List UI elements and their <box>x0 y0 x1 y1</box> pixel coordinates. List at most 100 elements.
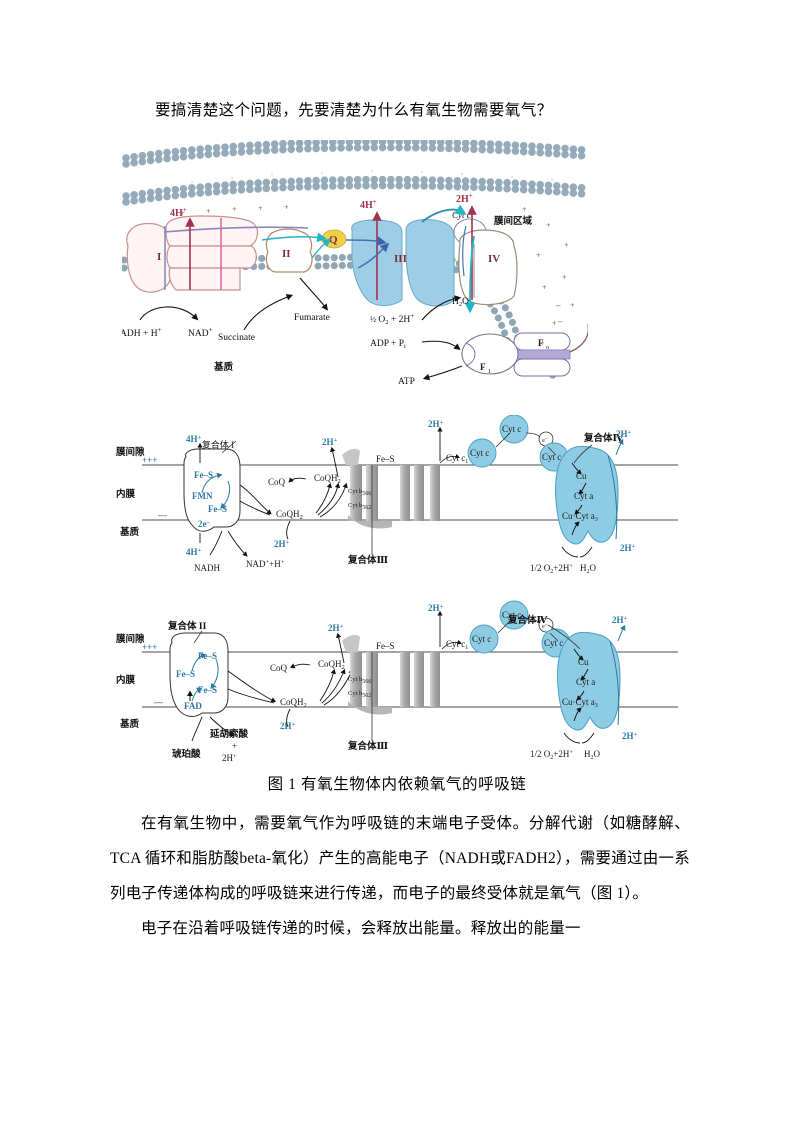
fes-complexIII-mid: Fe–S <box>376 454 395 464</box>
water-label-mid: H2O <box>580 563 597 575</box>
h2-right-bottom-bot: 2H+ <box>622 731 638 741</box>
cu-label-mid: Cu <box>576 471 587 481</box>
cytochrome-c-chain-bot: Cyt c1 Cyt c Cyt c e– Cyt c <box>441 600 571 658</box>
complex-II-shape: II <box>265 228 313 273</box>
svg-text:+: + <box>232 205 237 214</box>
intermembrane-space-label-mid: 膜间隙 <box>115 446 145 458</box>
cu-label-bot: Cu <box>578 657 589 667</box>
atp-synthase-shape: F 1 F o <box>461 324 588 377</box>
fmn-label: FMN <box>192 491 213 501</box>
succinate-label: Succinate <box>218 333 255 343</box>
ubiquinone-Q: Q <box>321 229 347 249</box>
complex-II-label: II <box>282 248 291 260</box>
h2-mid-label-bot: 2H+ <box>328 623 344 633</box>
complex-I-pathway-svg: 膜间隙 内膜 基质 +++ — 复合体 I Fe–S FMN Fe–S 2e– … <box>115 415 678 575</box>
h2-top-label-mid: 2H+ <box>428 419 444 429</box>
cytb562-label-bot: Cyt b562 <box>348 690 371 699</box>
electron-label-bot: e– <box>542 623 548 630</box>
cytc-label-b2: Cyt c <box>502 610 521 620</box>
intermembrane-space-label-top: 膜间区域 <box>493 215 533 227</box>
inner-membrane-label-mid: 内膜 <box>116 488 136 500</box>
f1-label: F <box>480 362 486 372</box>
fes-upper-mid: Fe–S <box>194 470 213 480</box>
h2-right-top-mid: 2H+ <box>616 429 632 439</box>
outer-membrane <box>122 140 588 206</box>
adp-pi-label: ADP + Pi <box>370 339 406 350</box>
substrate-arrows <box>139 277 463 381</box>
half-oxygen-label: ½ O2 + 2H+ <box>370 312 414 326</box>
complex-I-caption: 复合体 I <box>202 439 234 450</box>
fumarate-label-cn: 延胡索酸 <box>209 728 249 740</box>
complex-IV-caption-bot: 复合体Ⅳ <box>507 614 548 626</box>
fes-lower-mid: Fe–S <box>208 504 227 514</box>
minus-charges-mid: — <box>157 510 168 520</box>
complex-IV-blob-mid: Cu Cyt a Cu·Cyt a3 复合体Ⅳ 2H+ 2H+ 1/2 O2+2… <box>530 429 636 575</box>
charge-symbols: +++ ++ +++ +++ +++ <box>180 203 575 348</box>
cytc1-label-bot: Cyt c1 <box>446 639 468 651</box>
h2-fumarate-label: 2H+ <box>222 753 237 763</box>
proton-right-label: 2H+ <box>456 192 473 205</box>
svg-text:+: + <box>284 203 289 212</box>
complex-IV-caption-mid: 复合体Ⅳ <box>583 432 624 444</box>
h4-top-label-mid: 4H+ <box>186 434 202 444</box>
cytc1-label-mid: Cyt c1 <box>446 453 468 465</box>
h2-top-label-bot: 2H+ <box>428 603 444 613</box>
coq-pool: CoQ CoQH2 CoQH2 <box>239 473 348 540</box>
h2-right-bottom-mid: 2H+ <box>620 543 636 553</box>
electron-flow-arrows <box>261 204 476 314</box>
cu-cyta3-label-bot: Cu·Cyt a3 <box>562 697 598 709</box>
complex-I-box: 复合体 I Fe–S FMN Fe–S 2e– <box>183 439 241 532</box>
cytochrome-c-label: Cyt c <box>452 210 471 220</box>
fo-label: F <box>538 338 544 348</box>
complex-IV-label: IV <box>488 253 500 265</box>
body-paragraph-1: 在有氧生物中，需要氧气作为呼吸链的末端电子受体。分解代谢（如糖酵解、TCA 循环… <box>110 815 690 902</box>
coqh2-lower-mid: CoQH2 <box>276 509 303 521</box>
svg-text:+: + <box>562 273 567 282</box>
svg-text:+: + <box>522 205 527 214</box>
cytc-label-b1: Cyt c <box>472 634 491 644</box>
plus-charges-mid: +++ <box>142 455 157 465</box>
cyta-label-mid: Cyt a <box>574 491 593 501</box>
matrix-label-top: 基质 <box>213 361 234 373</box>
cytc-label-2: Cyt c <box>502 424 521 434</box>
cytb566-label-bot: Cyt b566 <box>348 676 371 685</box>
intro-paragraph: 要搞清楚这个问题，先要清楚为什么有氧生物需要氧气？ <box>155 102 553 119</box>
svg-text:+: + <box>542 283 547 292</box>
fes-mid-bot: Fe–S <box>176 669 195 679</box>
matrix-label-bot: 基质 <box>119 718 140 730</box>
succinate-fumarate-group: 琥珀酸 延胡索酸 + 2H+ <box>172 716 249 763</box>
negative-charges: –– <box>555 300 563 326</box>
fad-label: FAD <box>184 701 202 711</box>
svg-text:+: + <box>564 241 569 250</box>
nadh-label-mid: NADH <box>194 563 220 573</box>
cytochrome-c-chain-mid: Cyt c1 Cyt c Cyt c e– Cyt c <box>439 415 569 472</box>
coqh2-upper-bot: CoQH2 <box>318 659 345 671</box>
cytb566-label-mid: Cyt b566 <box>348 488 371 497</box>
fes-lower-bot: Fe–S <box>198 685 217 695</box>
complex-IV-blob-bot: Cu Cyt a Cu·Cyt a3 复合体Ⅳ 2H+ 2H+ 1/2 O2+2… <box>507 614 638 761</box>
coq-label-mid: CoQ <box>268 477 286 487</box>
water-label-bot: H2O <box>584 749 601 761</box>
ubiquinone-label: Q <box>329 234 338 246</box>
nad-h-label-mid: NAD++H+ <box>246 559 285 569</box>
plus-charges-bot: +++ <box>142 642 157 652</box>
complex-IV-shape: IV <box>458 229 518 306</box>
minus-charges-bot: — <box>153 697 164 707</box>
svg-text:+: + <box>540 339 545 348</box>
complex-I-label: I <box>157 251 161 263</box>
coq-pool-bot: CoQ CoQH2 CoQH2 <box>227 659 354 728</box>
svg-text:–: – <box>557 316 563 326</box>
nad-plus-label: NAD+ <box>188 326 213 339</box>
cytc-label-b3: Cyt c <box>544 638 563 648</box>
f1-subscript: 1 <box>488 368 491 375</box>
complex-II-caption: 复合体 II <box>167 620 207 632</box>
h2-mid-label-mid: 2H+ <box>322 437 338 447</box>
fo-subscript: o <box>546 344 549 351</box>
coq-label-bot: CoQ <box>270 663 288 673</box>
cu-cyta3-label-mid: Cu·Cyt a3 <box>562 511 598 523</box>
electron-label-mid: e– <box>542 437 548 444</box>
fes-upper-bot: Fe–S <box>198 651 217 661</box>
proton-arrows-mid: 4H+ 4H+ 2H+ 2H+ 2H+ <box>186 419 444 557</box>
figure1-top-panel: I II Q III Cyt c <box>122 140 588 398</box>
fumarate-label: Fumarate <box>294 313 330 323</box>
